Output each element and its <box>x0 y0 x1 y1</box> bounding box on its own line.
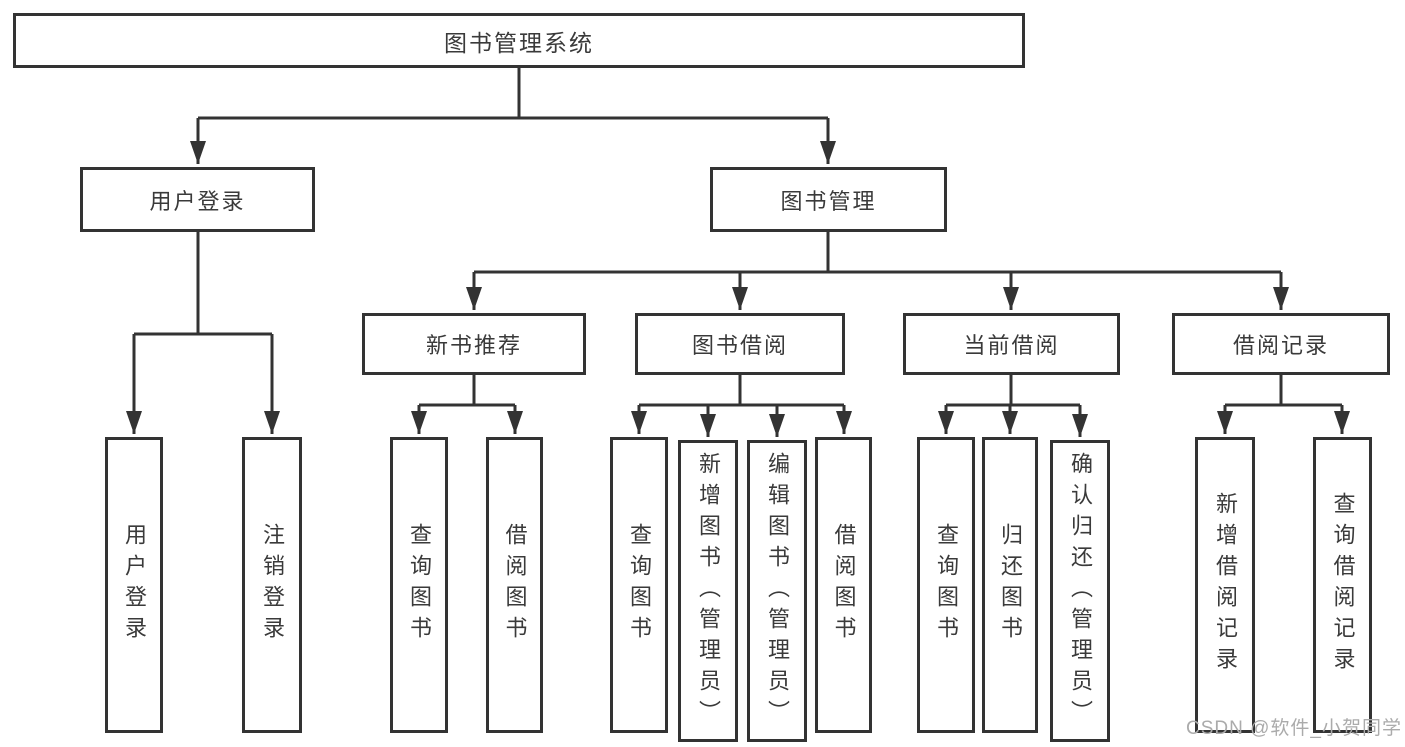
connector-new-book-recommend <box>411 375 523 434</box>
connector-current-borrowing <box>938 375 1088 437</box>
leaf-borrow-query-books: 查询图书 <box>610 437 668 733</box>
leaf-records-query-borrow-record: 查询借阅记录 <box>1313 437 1372 733</box>
node-label: 图书管理系统 <box>444 29 594 56</box>
leaf-current-confirm-return-admin: 确认归还（管理员） <box>1050 440 1110 742</box>
watermark: CSDN @软件_小贺同学 <box>1186 718 1402 739</box>
leaf-newrec-borrow-books: 借阅图书 <box>486 437 543 733</box>
connector-book-management <box>466 232 1289 310</box>
node-label: 注销登录 <box>260 523 285 647</box>
leaf-current-return-books: 归还图书 <box>982 437 1038 733</box>
connector-root <box>190 68 836 164</box>
node-label: 借阅图书 <box>502 523 528 647</box>
leaf-logout: 注销登录 <box>242 437 302 733</box>
node-label: 当前借阅 <box>963 333 1060 358</box>
node-label: 新书推荐 <box>425 333 522 358</box>
node-label: 查询图书 <box>934 523 959 647</box>
node-label: 借阅图书 <box>831 523 857 647</box>
branch-borrowing-records: 借阅记录 <box>1172 313 1390 375</box>
leaf-records-add-borrow-record: 新增借阅记录 <box>1195 437 1255 733</box>
node-label: 归还图书 <box>998 523 1023 647</box>
connector-borrowing-records <box>1217 375 1350 434</box>
node-label: 图书借阅 <box>691 333 788 358</box>
node-label: 编辑图书（管理员） <box>765 451 790 731</box>
node-label: 用户登录 <box>149 188 246 214</box>
connector-book-borrowing <box>631 375 852 437</box>
branch-current-borrowing: 当前借阅 <box>903 313 1120 375</box>
node-label: 查询借阅记录 <box>1330 492 1356 678</box>
branch-book-management: 图书管理 <box>710 167 947 232</box>
branch-new-book-recommend: 新书推荐 <box>362 313 586 375</box>
node-label: 查询图书 <box>627 523 652 647</box>
leaf-user-login: 用户登录 <box>105 437 163 733</box>
branch-user-login: 用户登录 <box>80 167 315 232</box>
leaf-borrow-edit-books-admin: 编辑图书（管理员） <box>747 440 807 742</box>
connector-user-login <box>126 232 280 434</box>
node-label: 新增借阅记录 <box>1213 492 1238 678</box>
leaf-borrow-borrow-books: 借阅图书 <box>815 437 872 733</box>
node-label: 用户登录 <box>122 523 147 647</box>
node-label: 确认归还（管理员） <box>1068 451 1093 731</box>
leaf-newrec-query-books: 查询图书 <box>390 437 448 733</box>
node-label: 图书管理 <box>780 188 877 214</box>
node-label: 借阅记录 <box>1232 333 1329 358</box>
node-label: 新增图书（管理员） <box>696 451 721 731</box>
node-system-root: 图书管理系统 <box>13 13 1025 68</box>
branch-book-borrowing: 图书借阅 <box>635 313 845 375</box>
leaf-borrow-add-books-admin: 新增图书（管理员） <box>678 440 738 742</box>
leaf-current-query-books: 查询图书 <box>917 437 975 733</box>
node-label: 查询图书 <box>407 523 432 647</box>
